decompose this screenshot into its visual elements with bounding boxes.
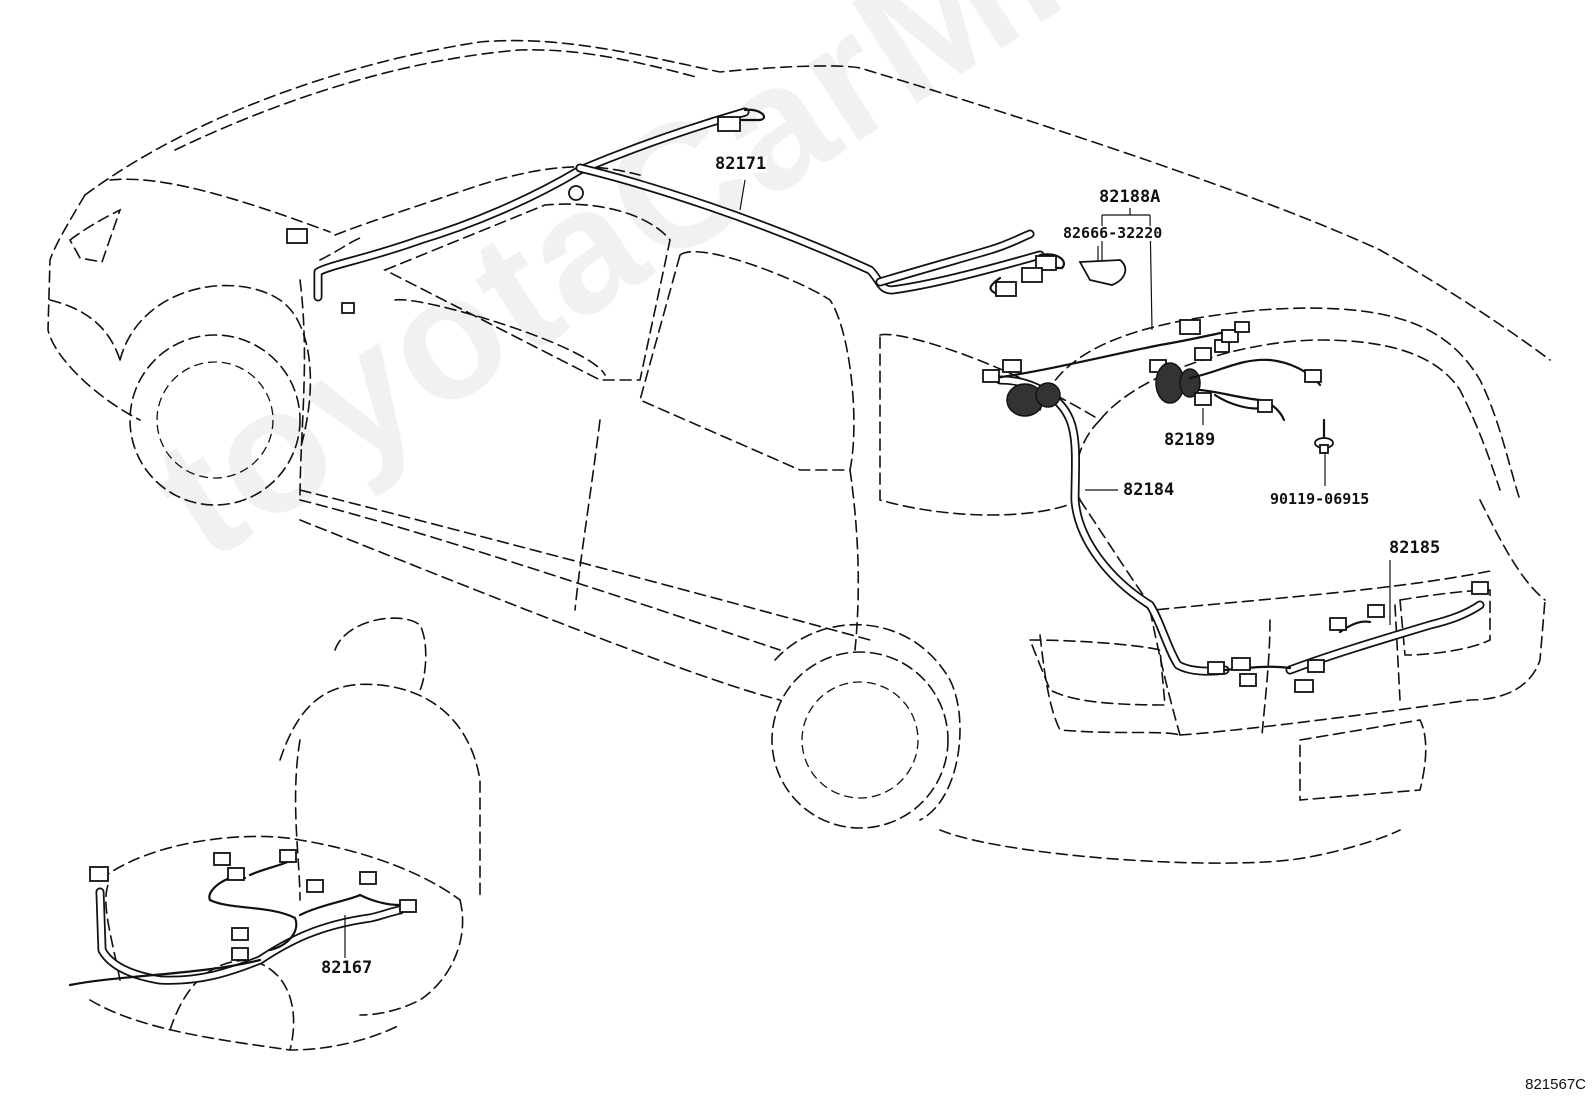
connector-icon xyxy=(1194,347,1212,361)
part-label-82185: 82185 xyxy=(1388,538,1442,558)
harness-82185 xyxy=(1223,581,1489,693)
part-label-82188a: 82188A xyxy=(1098,187,1162,207)
connector-icon xyxy=(1002,359,1022,373)
vehicle-body-outline xyxy=(47,39,1551,864)
connector-icon xyxy=(995,281,1017,297)
seat-outline xyxy=(89,617,481,1051)
connector-icon xyxy=(1257,399,1273,413)
connector-icon xyxy=(717,116,741,132)
harness-82171 xyxy=(286,107,1065,314)
connector-icon xyxy=(982,369,1000,383)
part-label-82167: 82167 xyxy=(320,958,374,978)
leader-lines xyxy=(344,179,1391,958)
connector-icon xyxy=(1234,321,1250,333)
connector-icon xyxy=(1294,679,1314,693)
connector-icon xyxy=(1194,392,1212,406)
part-label-82184: 82184 xyxy=(1122,480,1176,500)
connector-icon xyxy=(231,927,249,941)
connector-icon xyxy=(227,867,245,881)
figure-id: 821567C xyxy=(1525,1076,1586,1093)
connector-icon xyxy=(359,871,377,885)
harness-cover-icon xyxy=(1078,259,1127,286)
connector-icon xyxy=(1021,267,1043,283)
connector-icon xyxy=(399,899,417,913)
connector-icon xyxy=(1307,659,1325,673)
connector-icon xyxy=(1329,617,1347,631)
part-label-82189: 82189 xyxy=(1163,430,1217,450)
connector-icon xyxy=(1221,329,1239,343)
connector-icon xyxy=(231,947,249,961)
connector-icon xyxy=(1179,319,1201,335)
connector-icon xyxy=(1035,255,1057,271)
connector-icon xyxy=(341,302,355,314)
connector-icon xyxy=(1471,581,1489,595)
harness-82167 xyxy=(68,849,417,987)
connector-icon xyxy=(1231,657,1251,671)
connector-icon xyxy=(1304,369,1322,383)
connector-icon xyxy=(306,879,324,893)
bolt-icon xyxy=(1314,418,1334,454)
connector-icon xyxy=(213,852,231,866)
connector-icon xyxy=(89,866,109,882)
harness-82189 xyxy=(1155,321,1322,422)
part-label-82171: 82171 xyxy=(714,154,768,174)
clip-icon xyxy=(568,185,584,201)
grommet-icon xyxy=(1035,382,1061,408)
part-label-90119-06915: 90119-06915 xyxy=(1269,490,1371,508)
connector-icon xyxy=(286,228,308,244)
connector-icon xyxy=(279,849,297,863)
harness-82184 xyxy=(982,319,1237,676)
part-label-82666-32220: 82666-32220 xyxy=(1062,224,1164,242)
connector-icon xyxy=(1207,661,1225,675)
connector-icon xyxy=(1367,604,1385,618)
connector-icon xyxy=(1239,673,1257,687)
